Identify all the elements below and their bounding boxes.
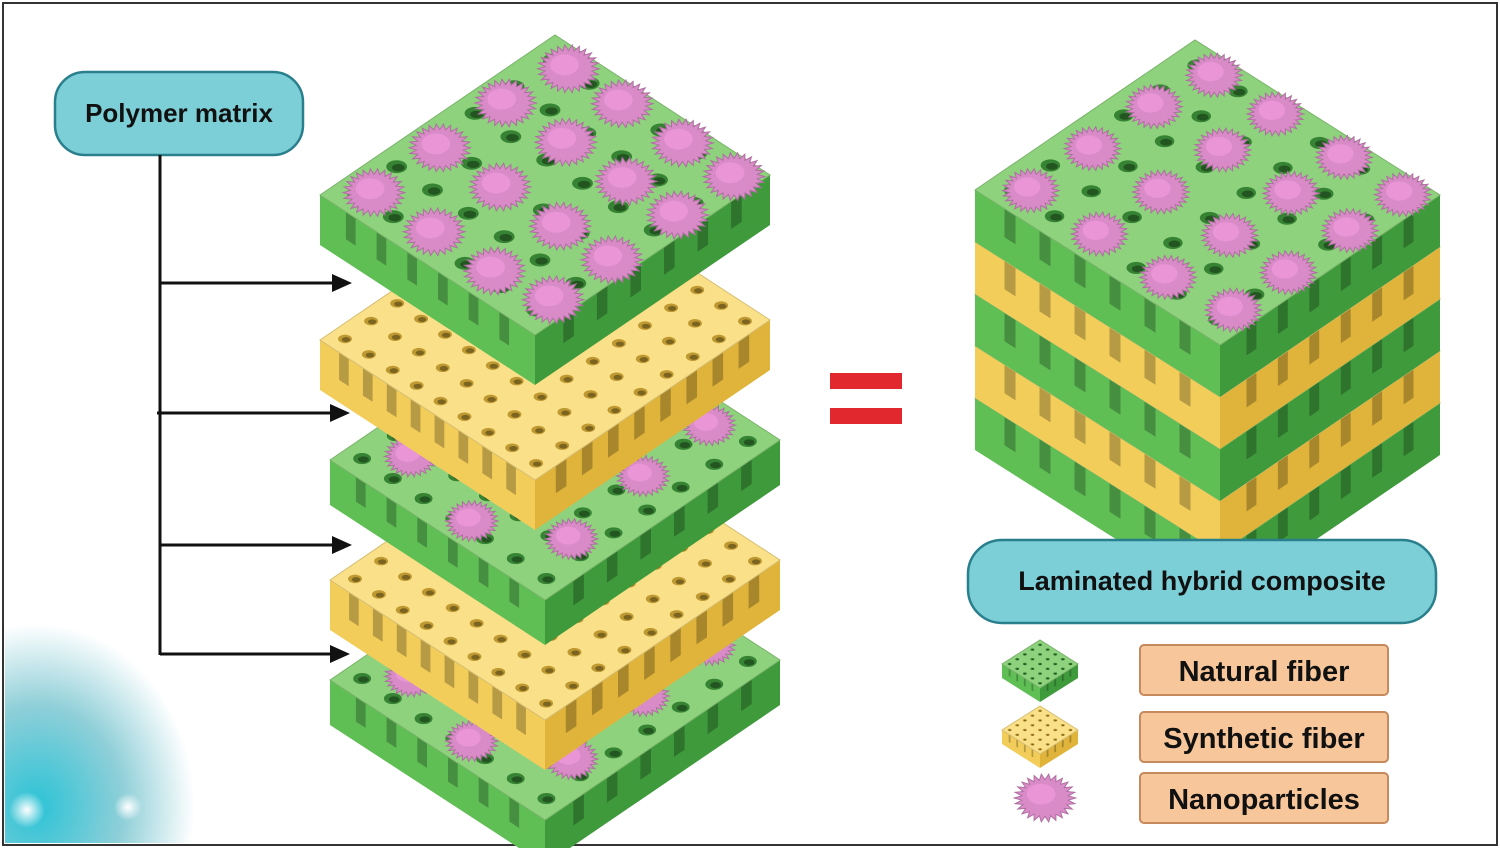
nanoparticle-icon <box>341 167 407 218</box>
polymer-matrix-text: Polymer matrix <box>85 98 273 128</box>
nanoparticle-icon <box>579 234 645 285</box>
composite-layer-1-natural <box>974 39 1441 397</box>
nanoparticle-icon <box>473 78 539 128</box>
matrix-connectors <box>157 155 352 663</box>
nanoparticle-icon <box>1192 126 1253 174</box>
nanoparticle-icon <box>649 118 715 168</box>
nanoparticle-icon <box>1372 171 1433 218</box>
nanoparticle-icon <box>543 517 600 561</box>
legend-label-nano: Nanoparticles <box>1168 784 1360 816</box>
nanoparticle-legend-icon <box>1012 773 1078 823</box>
decorative-glow <box>5 599 216 843</box>
exploded-layer-stack <box>319 34 781 848</box>
polymer-matrix-label: Polymer matrix <box>53 70 305 157</box>
nanoparticle-icon <box>443 499 500 543</box>
nanoparticle-icon <box>535 43 601 94</box>
nanoparticle-icon <box>701 151 767 202</box>
natural-fiber-icon <box>1001 639 1079 702</box>
nanoparticle-icon <box>407 122 473 173</box>
nanoparticle-icon <box>527 201 593 252</box>
laminated-composite-label: Laminated hybrid composite <box>966 538 1438 625</box>
laminated-composite-text: Laminated hybrid composite <box>1018 566 1386 596</box>
synthetic-fiber-icon <box>1001 705 1079 768</box>
nanoparticle-icon <box>1062 125 1123 172</box>
legend-item-natural: Natural fiber <box>1139 644 1389 696</box>
nanoparticle-icon <box>1258 249 1319 296</box>
legend: Natural fiber Synthetic fiber Nanopartic… <box>1001 639 1389 824</box>
nanoparticle-icon <box>401 206 467 257</box>
arrow-head-icon <box>332 274 352 292</box>
nanoparticle-icon <box>461 246 527 296</box>
nanoparticle-icon <box>520 274 586 325</box>
nanoparticle-icon <box>1261 170 1322 217</box>
natural-fiber-layer-top <box>319 34 771 385</box>
nanoparticle-icon <box>467 162 533 212</box>
nanoparticle-icon <box>1123 83 1185 130</box>
nanoparticle-icon <box>645 190 711 240</box>
arrow-head-icon <box>330 645 350 663</box>
nanoparticle-icon <box>1137 254 1199 301</box>
nanoparticle-icon <box>1069 210 1130 258</box>
nanoparticle-icon <box>1184 52 1245 99</box>
nanoparticle-icon <box>589 78 655 129</box>
nanoparticle-icon <box>1245 90 1306 138</box>
assembled-composite <box>974 39 1441 605</box>
nanoparticle-icon <box>1000 167 1061 214</box>
arrow-head-icon <box>332 536 352 554</box>
nanoparticle-icon <box>1199 212 1260 259</box>
legend-label-natural: Natural fiber <box>1179 656 1350 688</box>
legend-label-synthetic: Synthetic fiber <box>1163 723 1364 755</box>
nanoparticle-icon <box>614 454 672 498</box>
nanoparticle-icon <box>1319 207 1381 254</box>
nanoparticle-icon <box>533 117 599 168</box>
nanoparticle-icon <box>593 156 659 207</box>
nanoparticle-icon <box>1130 168 1192 216</box>
legend-item-synthetic: Synthetic fiber <box>1139 711 1389 763</box>
nanoparticle-icon <box>1203 287 1264 334</box>
equals-sign <box>830 373 902 424</box>
legend-item-nano: Nanoparticles <box>1139 772 1389 824</box>
nanoparticle-icon <box>1313 134 1375 181</box>
arrow-head-icon <box>330 404 350 422</box>
